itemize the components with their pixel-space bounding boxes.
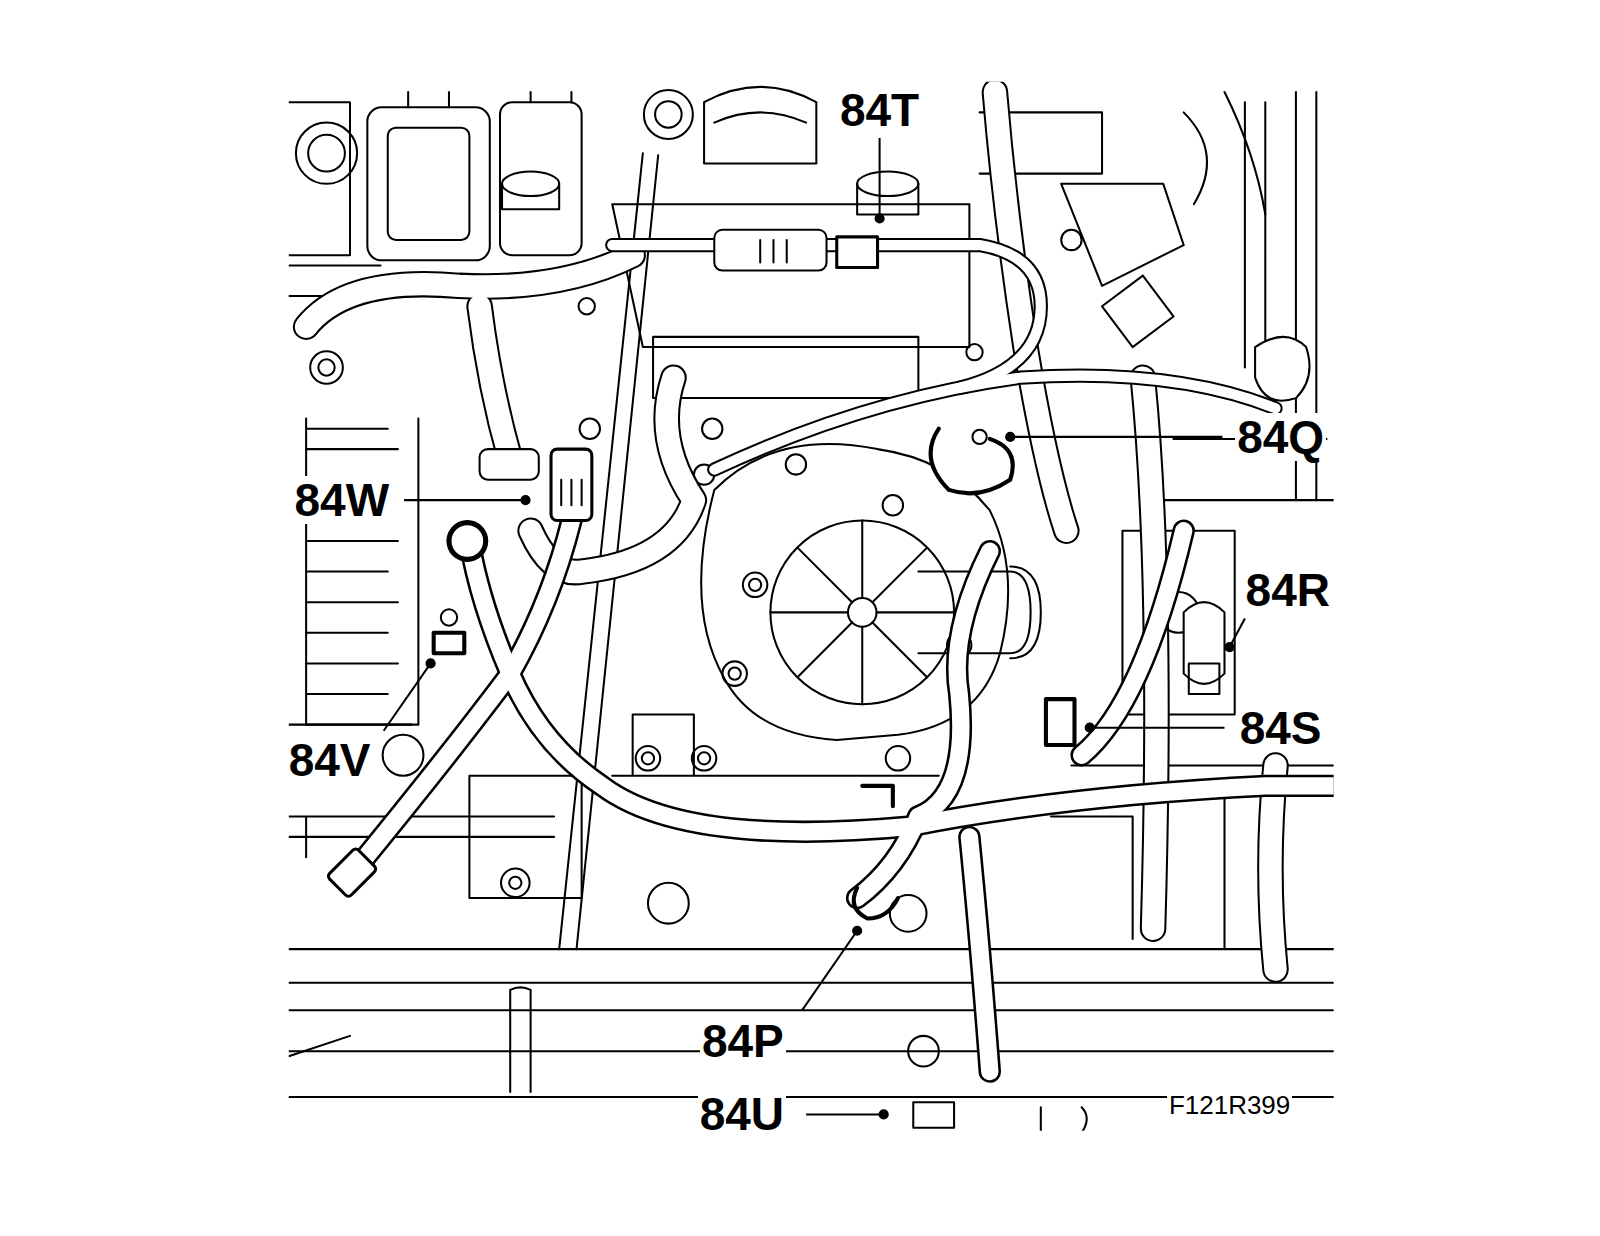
leader-lines	[384, 138, 1245, 1119]
callout-number: 84V	[287, 736, 373, 784]
callout-number: 84Q	[1235, 413, 1326, 461]
callout-number: 84S	[1238, 704, 1324, 752]
callout-number: 84W	[293, 476, 392, 524]
callout-number: 84T	[838, 86, 921, 134]
callout-number: 84P	[700, 1017, 786, 1065]
callout-number: 84R	[1244, 566, 1332, 614]
figure-code: F121R399	[1167, 1091, 1292, 1119]
callout-number: 84U	[698, 1090, 786, 1138]
